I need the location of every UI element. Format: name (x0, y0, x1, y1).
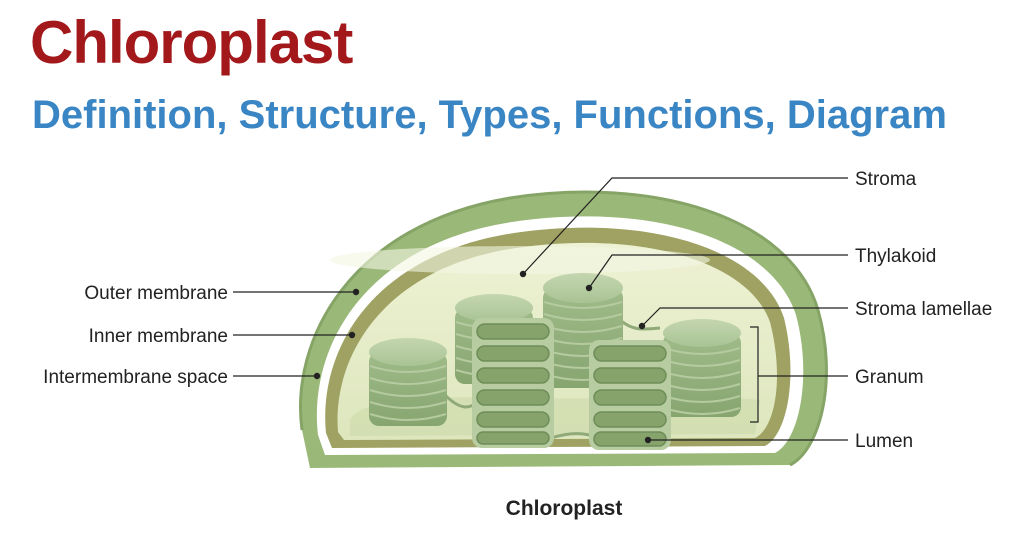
label-intermembrane-space: Intermembrane space (43, 367, 228, 388)
page-subtitle: Definition, Structure, Types, Functions,… (32, 93, 947, 137)
granum-right (663, 319, 741, 417)
label-inner-membrane: Inner membrane (89, 326, 228, 347)
label-lumen: Lumen (855, 431, 913, 452)
leader-lines (233, 177, 848, 444)
label-outer-membrane: Outer membrane (84, 283, 228, 304)
granum-section-left (472, 318, 554, 448)
diagram-caption: Chloroplast (506, 497, 623, 520)
granum-section-right (589, 340, 671, 450)
label-granum: Granum (855, 367, 924, 388)
granum-left (369, 338, 447, 426)
label-thylakoid: Thylakoid (855, 246, 936, 267)
page-title: Chloroplast (30, 9, 353, 76)
label-stroma-lamellae: Stroma lamellae (855, 299, 992, 320)
label-stroma: Stroma (855, 169, 917, 190)
